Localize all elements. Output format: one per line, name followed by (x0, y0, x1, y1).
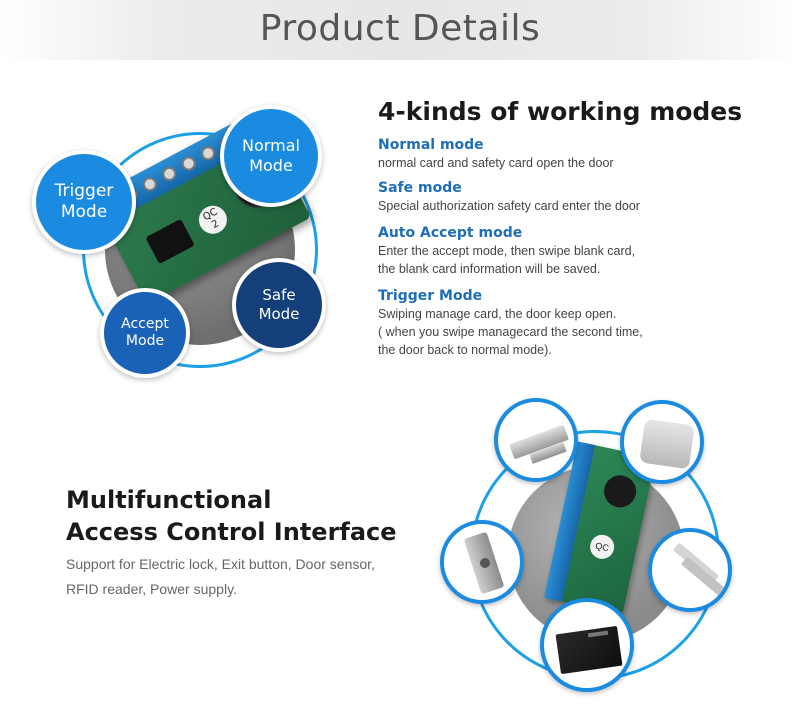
bubble-accept-mode: Accept Mode (100, 288, 190, 378)
rfid-reader-icon (620, 400, 704, 484)
bubble-safe-label: Safe Mode (258, 286, 300, 323)
bubble-trigger-label: Trigger Mode (54, 180, 114, 222)
buzzer (601, 472, 640, 511)
bubble-normal-mode: Normal Mode (220, 105, 322, 207)
mode-item: Safe mode Special authorization safety c… (378, 179, 778, 215)
qc-sticker: QC (587, 532, 617, 562)
mode-name: Normal mode (378, 137, 484, 153)
mode-item: Normal mode normal card and safety card … (378, 136, 778, 172)
mode-description: Enter the accept mode, then swipe blank … (378, 244, 636, 276)
bubble-safe-mode: Safe Mode (232, 258, 326, 352)
bubble-trigger-mode: Trigger Mode (32, 150, 136, 254)
electric-lock-icon (494, 398, 578, 482)
power-supply-icon (540, 598, 634, 692)
exit-dot (480, 558, 490, 568)
mode-name: Trigger Mode (378, 288, 483, 304)
mode-name: Auto Accept mode (378, 225, 523, 241)
modes-title: 4-kinds of working modes (378, 97, 743, 126)
mode-item: Auto Accept mode Enter the accept mode, … (378, 224, 778, 278)
multifunctional-title: Multifunctional Access Control Interface (66, 486, 397, 546)
mode-name: Safe mode (378, 180, 462, 196)
bubble-normal-label: Normal Mode (242, 136, 300, 175)
reader-body (639, 418, 695, 470)
screw-icon (159, 164, 179, 184)
screw-icon (198, 143, 218, 163)
qc-sticker: QC 2 (193, 200, 232, 239)
screw-icon (179, 154, 199, 174)
multifunctional-description: Support for Electric lock, Exit button, … (66, 556, 375, 597)
mode-description: normal card and safety card open the doo… (378, 156, 614, 170)
bubble-accept-label: Accept Mode (121, 315, 169, 350)
qc-sticker-text: QC 2 (201, 206, 221, 231)
page-title: Product Details (259, 8, 541, 49)
chip (145, 218, 195, 265)
exit-button-icon (440, 520, 524, 604)
header-band (0, 0, 800, 60)
screw-icon (140, 174, 160, 194)
mode-description: Special authorization safety card enter … (378, 199, 640, 213)
mode-item: Trigger Mode Swiping manage card, the do… (378, 287, 778, 359)
mode-description: Swiping manage card, the door keep open.… (378, 307, 643, 357)
door-sensor-icon (648, 528, 732, 612)
